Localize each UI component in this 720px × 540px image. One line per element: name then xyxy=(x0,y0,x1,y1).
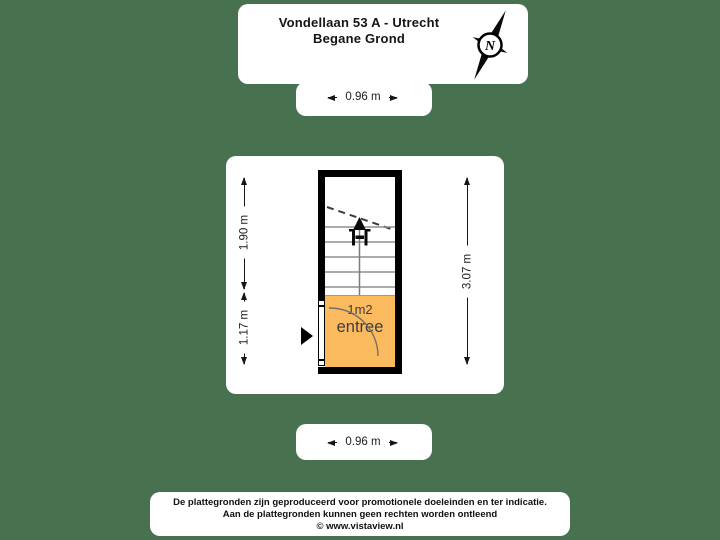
wall-right xyxy=(395,170,402,374)
compass-north-label: N xyxy=(484,39,496,54)
copyright-line: © www.vistaview.nl xyxy=(316,521,404,532)
wall-left xyxy=(318,170,325,300)
dimension-label-bottom: 0.96 m xyxy=(337,434,389,451)
door-frame-bottom xyxy=(318,360,325,366)
room-area-label: 1m2 xyxy=(347,302,373,317)
dimension-label-left-upper: 1.90 m xyxy=(236,206,254,259)
page-subtitle: Begane Grond xyxy=(313,31,405,46)
room-entree: 1m2 entree xyxy=(325,295,395,367)
dimension-label-right: 3.07 m xyxy=(459,245,477,298)
door-frame-top xyxy=(318,300,325,306)
dimension-label-left-lower: 1.17 m xyxy=(236,301,254,354)
footer-panel xyxy=(150,492,570,536)
page-title: Vondellaan 53 A - Utrecht xyxy=(278,15,440,30)
disclaimer-line-2: Aan de plattegronden kunnen geen rechten… xyxy=(222,509,498,520)
door-leaf xyxy=(318,306,325,360)
door-swing-arc xyxy=(328,307,379,357)
wall-top xyxy=(318,170,402,177)
compass-dial xyxy=(477,32,503,58)
compass-icon: N xyxy=(472,10,508,80)
staircase xyxy=(325,206,395,295)
disclaimer-line-1: De plattegronden zijn geproduceerd voor … xyxy=(173,497,547,508)
plan-interior: 1m2 entree xyxy=(325,177,395,367)
stair-direction-arrow-icon xyxy=(349,217,371,246)
dimension-label-top: 0.96 m xyxy=(337,89,389,106)
entrance-arrow-icon xyxy=(301,327,313,345)
wall-bottom xyxy=(318,367,402,374)
